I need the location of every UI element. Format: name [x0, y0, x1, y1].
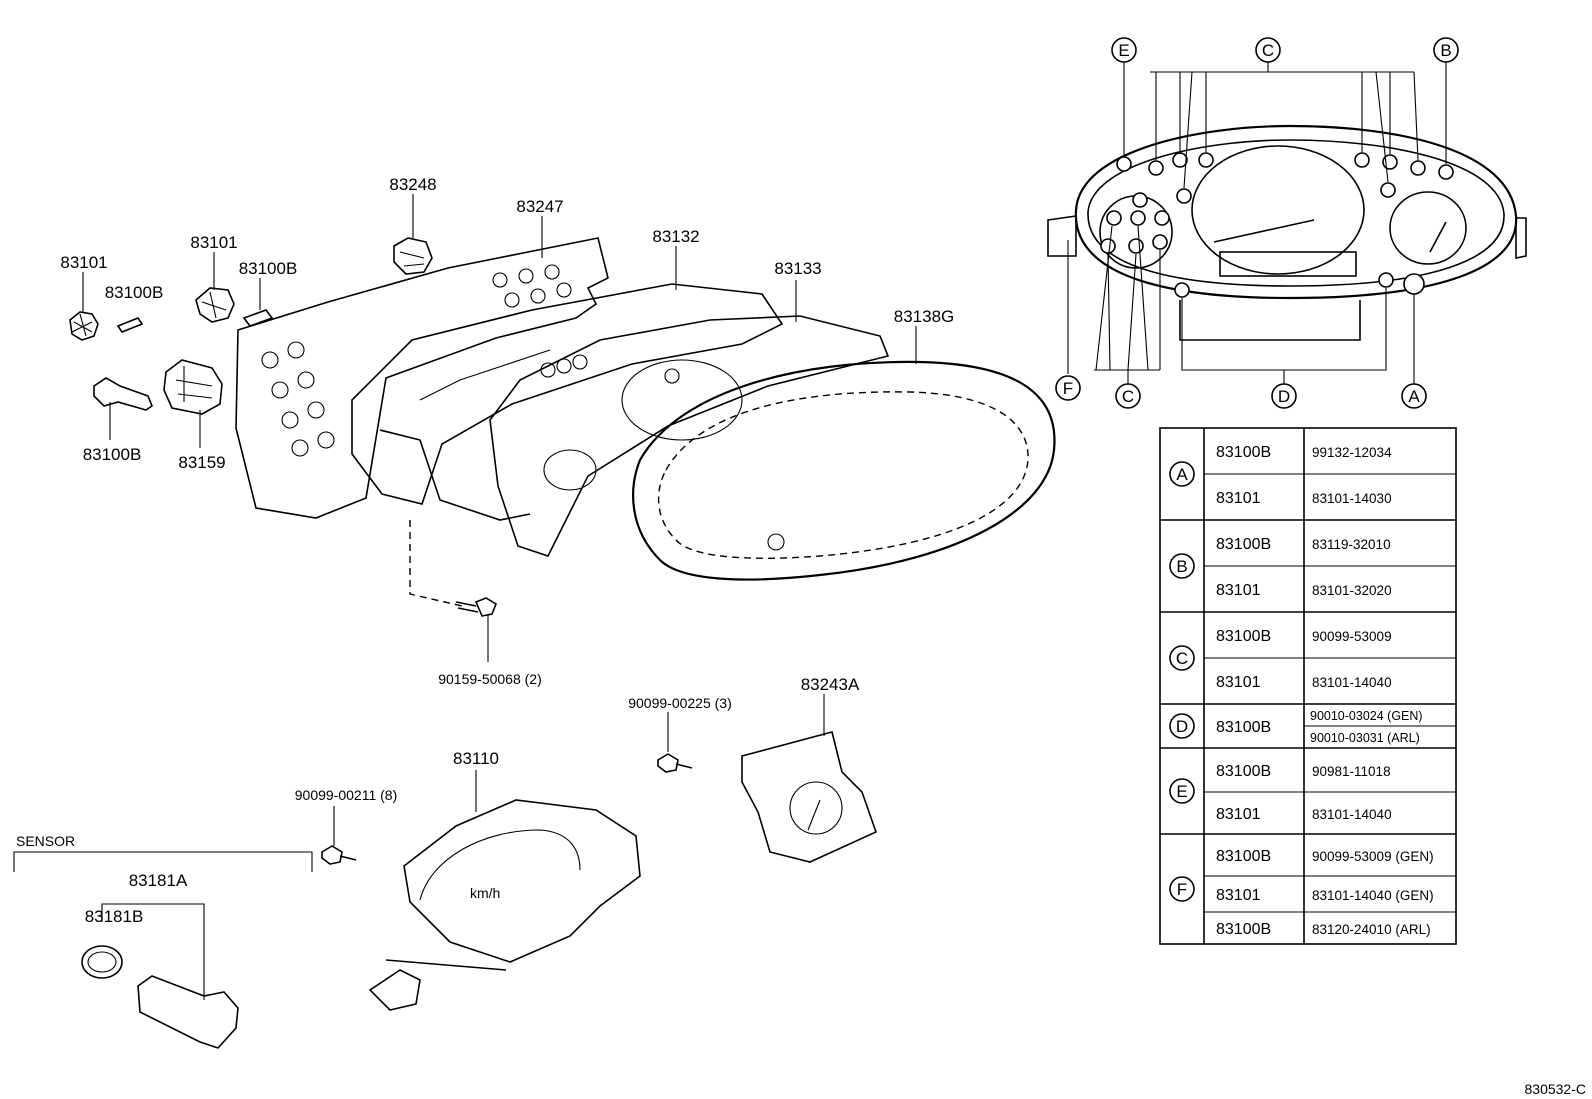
- case-housing-83132: [351, 283, 784, 521]
- table-key-circle: [1169, 778, 1195, 804]
- label-83110: 83110: [453, 749, 499, 768]
- table-key-circle: [1169, 645, 1195, 671]
- table-key-E: E: [1176, 782, 1187, 801]
- connector-83248: [393, 237, 433, 275]
- callout-leaders: [1067, 60, 1447, 384]
- label-83133: 83133: [774, 259, 821, 278]
- speed-sensor-83181A: [137, 975, 239, 1049]
- table-key-circle: [1169, 713, 1195, 739]
- bulb-socket-83101-mid: [195, 287, 235, 323]
- label-83100B-left: 83100B: [105, 283, 164, 302]
- label-83247: 83247: [516, 197, 563, 216]
- table-part: 83101: [1216, 674, 1261, 691]
- table-number: 90010-03024 (GEN): [1310, 709, 1423, 723]
- table-key-C: C: [1176, 649, 1188, 668]
- bulb-83100B-lower: [93, 377, 153, 411]
- connector-83159: [163, 359, 223, 415]
- screw-90099-00225: [657, 753, 693, 773]
- table-number: 83101-14040 (GEN): [1312, 888, 1434, 903]
- svg-text:B: B: [1440, 41, 1451, 60]
- label-83159: 83159: [178, 453, 225, 472]
- circuit-board-83247: [235, 237, 609, 519]
- svg-text:F: F: [1063, 379, 1073, 398]
- table-part: 83100B: [1216, 444, 1271, 461]
- table-key-circle: [1169, 461, 1195, 487]
- sensor-leader: [101, 903, 205, 1000]
- dashed-guide: [409, 520, 463, 607]
- label-83248: 83248: [389, 175, 436, 194]
- table-number: 83101-14040: [1312, 675, 1392, 690]
- printed-circuit-83133: [489, 315, 890, 557]
- label-screw-90099-00225: 90099-00225 (3): [628, 695, 732, 711]
- label-83181A: 83181A: [129, 871, 188, 890]
- table-part: 83100B: [1216, 848, 1271, 865]
- speedometer-83110: km/h: [368, 799, 641, 1011]
- bulb-socket-83101-left: [69, 311, 99, 341]
- table-number: 83101-14030: [1312, 491, 1392, 506]
- table-number: 83120-24010 (ARL): [1312, 922, 1431, 937]
- callout-C-top: C: [1255, 37, 1281, 63]
- o-ring-83181B: [81, 945, 123, 979]
- table-key-A: A: [1176, 465, 1188, 484]
- table-number: 83101-32020: [1312, 583, 1392, 598]
- parts-table: [1159, 427, 1457, 945]
- table-number: 90981-11018: [1312, 764, 1391, 779]
- bulb-83100B-left: [116, 317, 144, 333]
- kmh-mark: km/h: [470, 885, 500, 901]
- label-83101-mid: 83101: [190, 233, 237, 252]
- screw-90159: [455, 597, 497, 617]
- svg-text:A: A: [1408, 387, 1420, 406]
- table-key-circle: [1169, 553, 1195, 579]
- table-number: 90010-03031 (ARL): [1310, 731, 1420, 745]
- label-83181B: 83181B: [85, 907, 144, 926]
- label-screw-90099-00211: 90099-00211 (8): [295, 787, 397, 803]
- callout-A: A: [1401, 383, 1427, 409]
- table-part: 83101: [1216, 806, 1261, 823]
- label-83100B-lower: 83100B: [83, 445, 142, 464]
- callout-F: F: [1055, 375, 1081, 401]
- callout-D: D: [1271, 383, 1297, 409]
- table-number: 90099-53009 (GEN): [1312, 849, 1434, 864]
- table-part: 83100B: [1216, 763, 1271, 780]
- table-key-B: B: [1176, 557, 1187, 576]
- cluster-front-view: [1047, 124, 1527, 341]
- table-part: 83101: [1216, 887, 1261, 904]
- callout-E: E: [1111, 37, 1137, 63]
- diagram-code: 830532-C: [1525, 1081, 1587, 1097]
- label-83100B-mid: 83100B: [239, 259, 298, 278]
- table-part: 83101: [1216, 582, 1261, 599]
- callout-B: B: [1433, 37, 1459, 63]
- svg-text:C: C: [1262, 41, 1274, 60]
- table-part: 83100B: [1216, 628, 1271, 645]
- svg-text:D: D: [1278, 387, 1290, 406]
- label-83138G: 83138G: [894, 307, 955, 326]
- bulb-83100B-mid: [242, 309, 274, 327]
- label-83243A: 83243A: [801, 675, 860, 694]
- screw-90099-00211: [321, 845, 357, 865]
- label-sensor: SENSOR: [16, 833, 75, 849]
- table-number: 90099-53009: [1312, 629, 1392, 644]
- table-number: 99132-12034: [1312, 445, 1392, 460]
- table-part: 83100B: [1216, 536, 1271, 553]
- table-key-circle: [1169, 876, 1195, 902]
- table-number: 83101-14040: [1312, 807, 1392, 822]
- table-part: 83100B: [1216, 921, 1271, 938]
- glass-83138G: [632, 360, 1056, 581]
- label-83101-left: 83101: [60, 253, 107, 272]
- table-key-F: F: [1177, 880, 1187, 899]
- label-screw-90159: 90159-50068 (2): [438, 671, 542, 687]
- table-key-D: D: [1176, 717, 1188, 736]
- table-part: 83101: [1216, 490, 1261, 507]
- table-number: 83119-32010: [1312, 537, 1391, 552]
- table-part: 83100B: [1216, 719, 1271, 736]
- sensor-bracket: [13, 851, 313, 872]
- callout-C-bottom: C: [1115, 383, 1141, 409]
- label-83132: 83132: [652, 227, 699, 246]
- fuel-gauge-83243A: [741, 731, 877, 863]
- svg-text:E: E: [1118, 41, 1129, 60]
- svg-text:C: C: [1122, 387, 1134, 406]
